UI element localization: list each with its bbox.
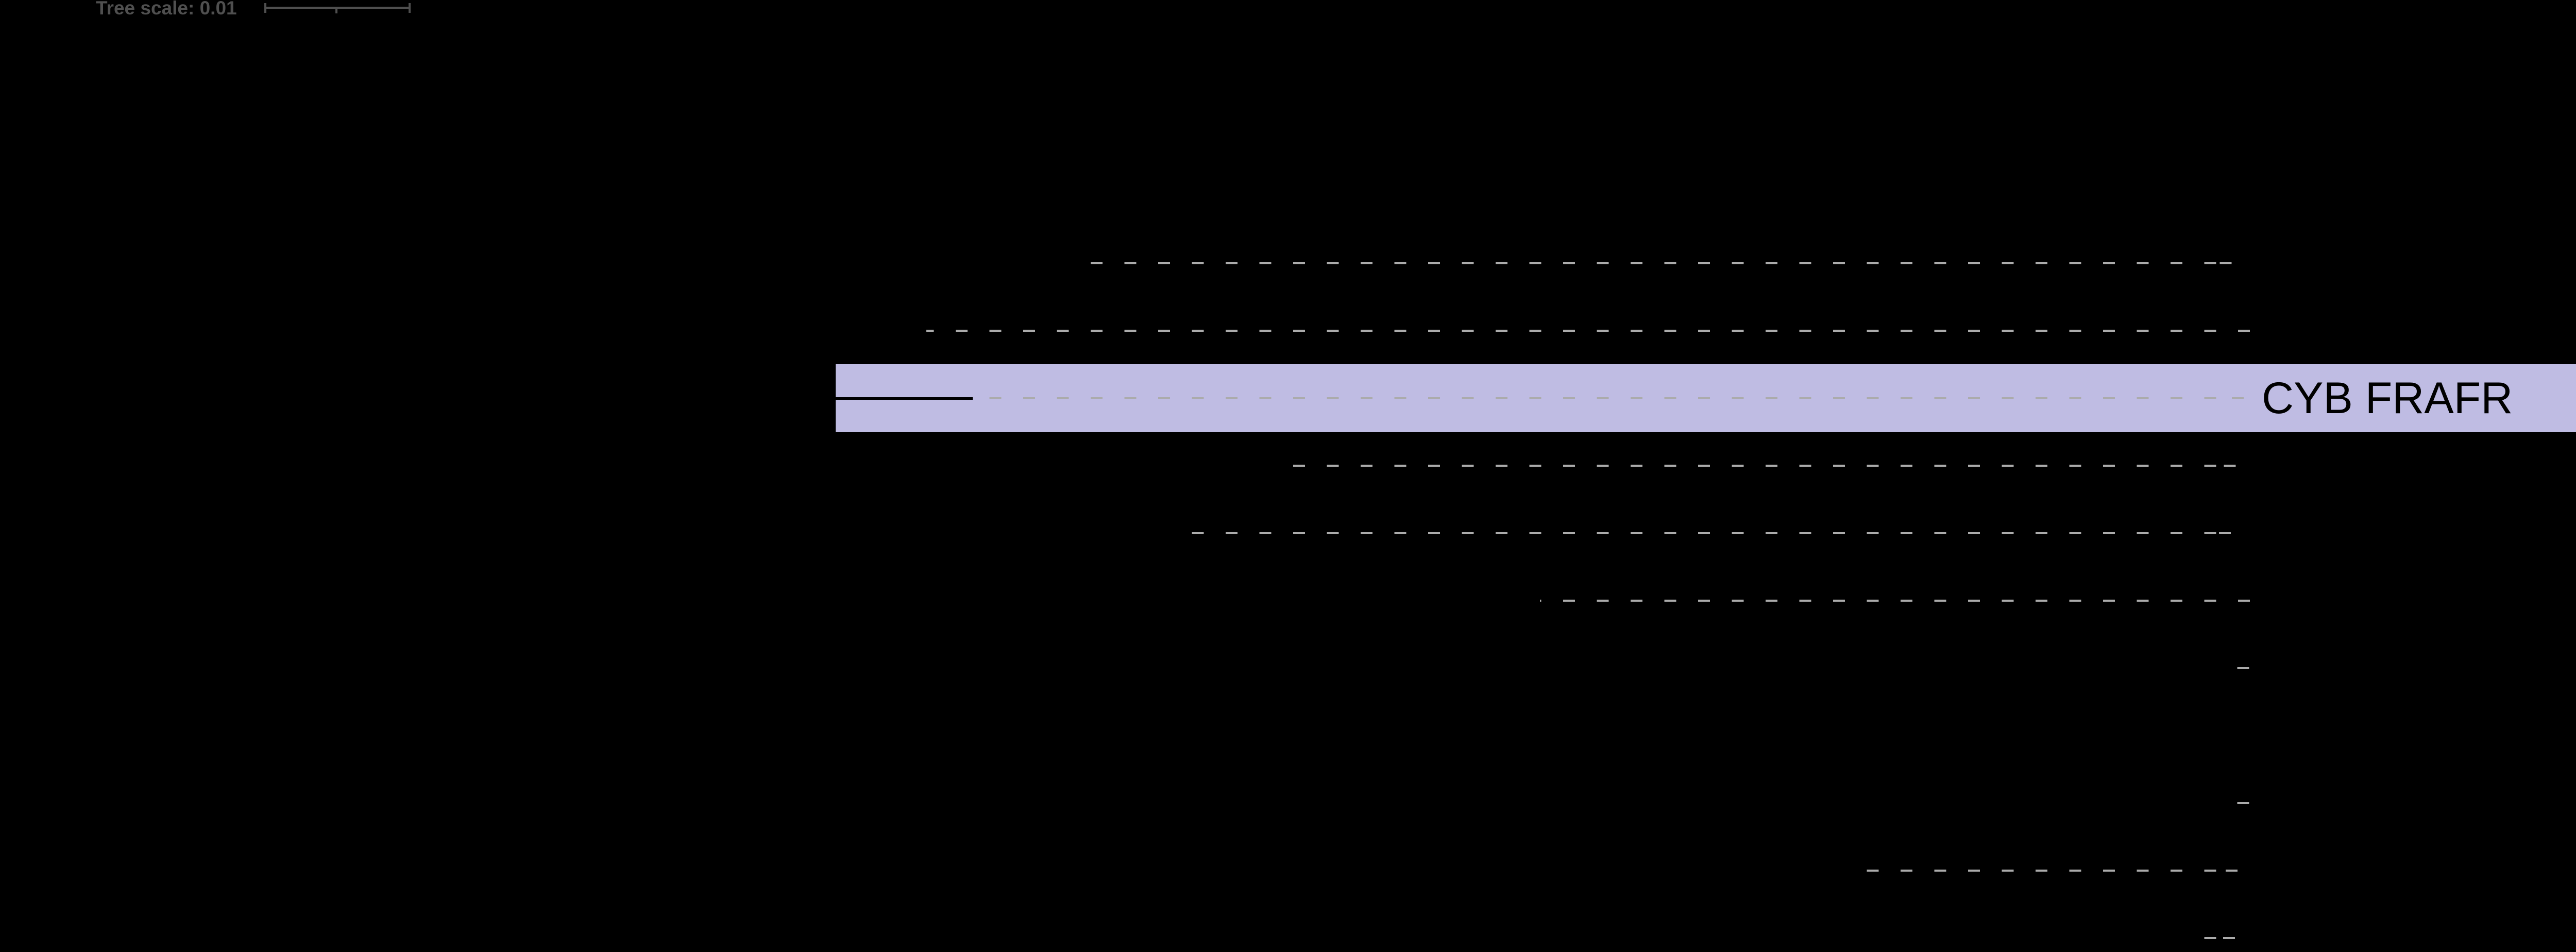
tree-scale-bar bbox=[264, 3, 411, 13]
leaf-connector-dashed-line bbox=[926, 330, 2250, 332]
leaf-connector-dashed-line bbox=[2233, 802, 2250, 804]
leaf-label[interactable]: CYB FRAFR bbox=[2262, 373, 2513, 423]
leaf-connector-dashed-line bbox=[1857, 870, 2250, 872]
leaf-connector-dashed-line bbox=[1540, 600, 2250, 602]
leaf-connector-dashed-line bbox=[1087, 262, 2250, 264]
leaf-connector-dashed-line bbox=[1285, 465, 2250, 467]
scale-bar-right-tick bbox=[409, 3, 411, 13]
leaf-connector-dashed-line bbox=[2233, 667, 2250, 669]
tree-scale-label: Tree scale: 0.01 bbox=[96, 0, 237, 19]
scale-bar-left-tick bbox=[264, 3, 266, 13]
leaf-connector-dashed-line bbox=[2197, 937, 2250, 939]
scale-bar-middle-tick bbox=[335, 9, 337, 13]
scale-bar-line bbox=[264, 7, 411, 9]
leaf-connector-dashed-line bbox=[1189, 532, 2250, 534]
branch-line[interactable] bbox=[836, 397, 973, 400]
leaf-connector-dashed-line bbox=[974, 397, 2250, 399]
